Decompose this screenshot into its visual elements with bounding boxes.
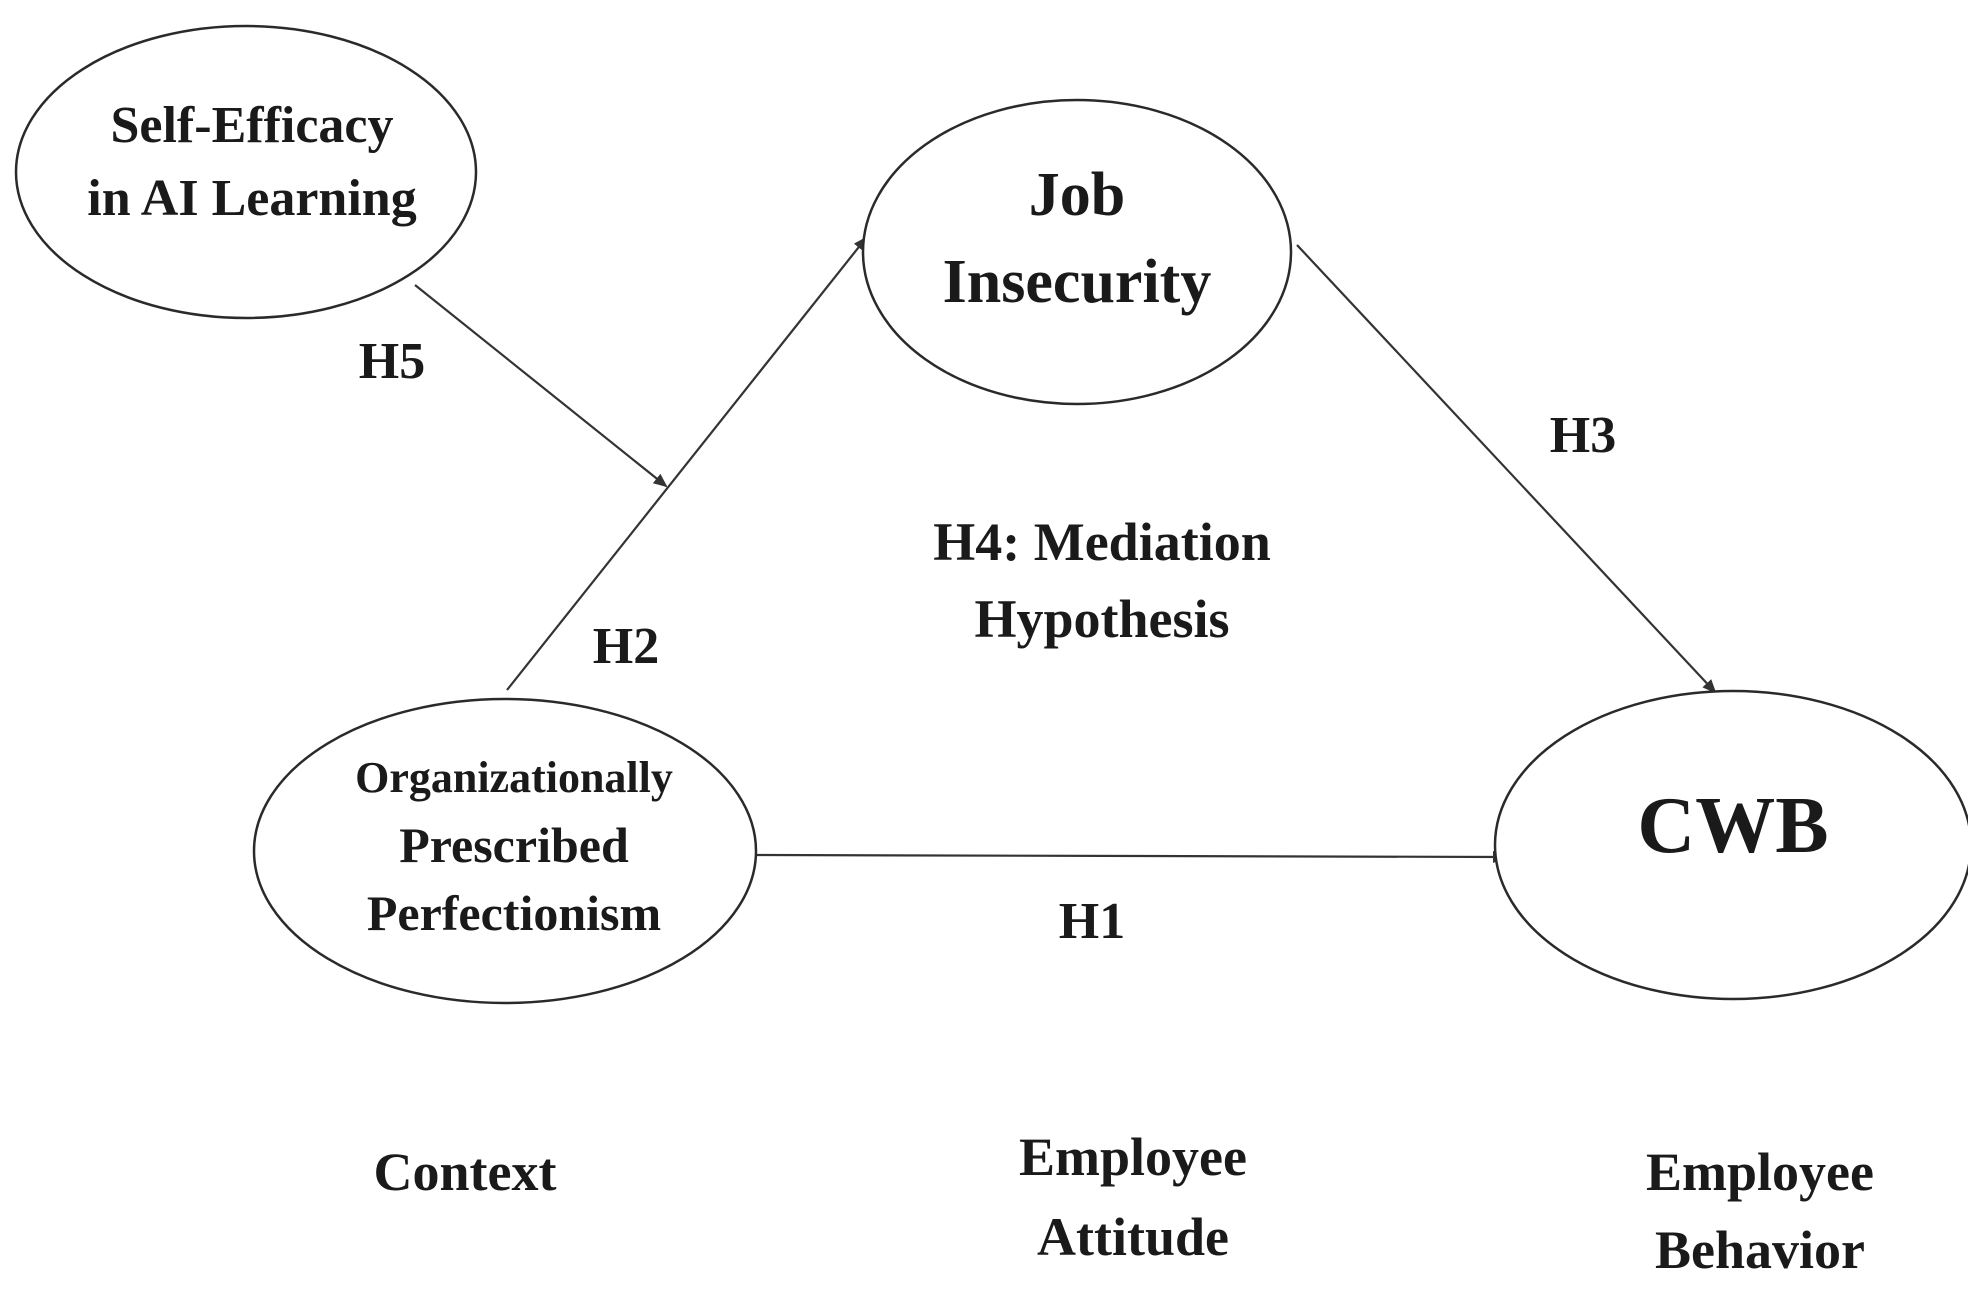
node-job-insecurity-label-line1: Job — [1029, 161, 1125, 229]
node-cwb-shape — [1493, 689, 1968, 1001]
node-self-efficacy-label-line1: Self-Efficacy — [110, 97, 393, 154]
node-opp-shape — [252, 697, 758, 1005]
node-opp-label-line2: Prescribed — [399, 817, 629, 873]
node-cwb: CWB — [1493, 689, 1968, 1001]
node-opp-label-line3: Perfectionism — [367, 885, 661, 941]
column-label-attitude-line1: Employee — [1019, 1127, 1247, 1187]
edge-h5-self-efficacy-to-path — [414, 284, 668, 488]
hypothesis-label-h4-line1: H4: Mediation — [933, 512, 1270, 572]
node-job-insecurity: Job Insecurity — [861, 98, 1293, 406]
node-self-efficacy-shape — [14, 24, 478, 320]
edge-h3-job-insecurity-to-cwb — [1296, 244, 1717, 694]
hypothesis-label-h4-line2: Hypothesis — [974, 589, 1229, 649]
hypothesis-label-h2: H2 — [593, 618, 659, 675]
hypothesis-label-h3: H3 — [1550, 407, 1616, 464]
column-label-attitude-line2: Attitude — [1037, 1207, 1229, 1267]
node-opp-label-line1: Organizationally — [355, 753, 673, 802]
edge-h1-opp-to-cwb — [754, 850, 1507, 863]
node-opp: Organizationally Prescribed Perfectionis… — [252, 697, 758, 1005]
column-label-behavior-line1: Employee — [1646, 1142, 1874, 1202]
column-label-context: Context — [374, 1142, 557, 1202]
node-self-efficacy: Self-Efficacy in AI Learning — [14, 24, 478, 320]
hypothesis-label-h5: H5 — [359, 333, 425, 390]
column-label-behavior-line2: Behavior — [1655, 1220, 1865, 1280]
node-job-insecurity-shape — [861, 98, 1293, 406]
edge-h2-opp-to-job-insecurity — [506, 236, 868, 691]
node-cwb-label: CWB — [1637, 782, 1828, 870]
node-job-insecurity-label-line2: Insecurity — [943, 248, 1212, 316]
hypothesis-label-h1: H1 — [1059, 893, 1125, 950]
node-self-efficacy-label-line2: in AI Learning — [87, 170, 416, 227]
